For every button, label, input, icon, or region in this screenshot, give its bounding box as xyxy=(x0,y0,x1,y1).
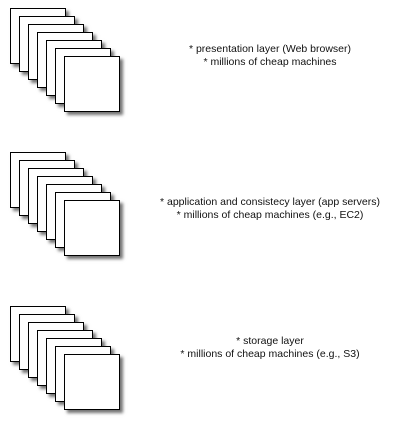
storage-layer-group: * storage layer * millions of cheap mach… xyxy=(0,290,409,428)
machine-card xyxy=(64,354,120,410)
presentation-layer-caption: * presentation layer (Web browser) * mil… xyxy=(140,43,400,69)
presentation-layer-machines-label: * millions of cheap machines xyxy=(203,56,337,68)
storage-layer-machines-label: * millions of cheap machines (e.g., S3) xyxy=(180,348,360,360)
storage-machine-stack xyxy=(0,290,150,430)
storage-layer-caption: * storage layer * millions of cheap mach… xyxy=(140,335,400,361)
application-layer-label: * application and consistecy layer (app … xyxy=(159,196,381,208)
presentation-machine-stack xyxy=(0,0,150,140)
application-layer-caption: * application and consistecy layer (app … xyxy=(140,196,400,222)
storage-layer-label: * storage layer xyxy=(236,335,304,347)
presentation-layer-group: * presentation layer (Web browser) * mil… xyxy=(0,0,409,142)
machine-card xyxy=(64,200,120,256)
presentation-layer-label: * presentation layer (Web browser) xyxy=(188,43,352,55)
application-layer-machines-label: * millions of cheap machines (e.g., EC2) xyxy=(176,209,364,221)
application-machine-stack xyxy=(0,142,150,282)
application-layer-group: * application and consistecy layer (app … xyxy=(0,142,409,290)
machine-card xyxy=(64,56,120,112)
